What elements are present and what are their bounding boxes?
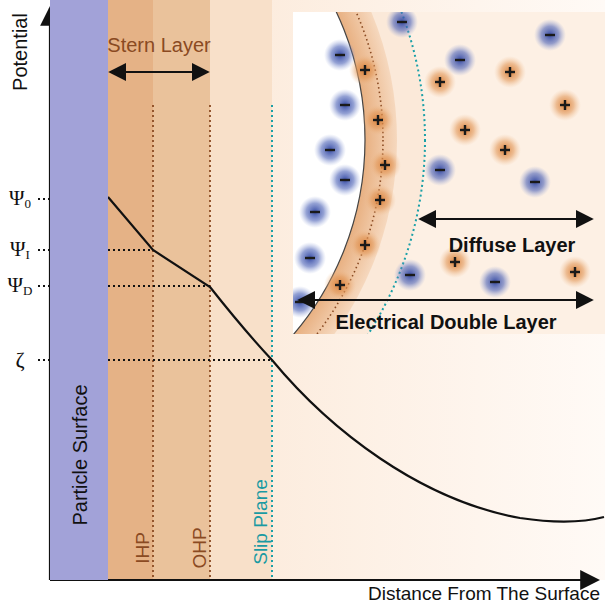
axis-title: Potential bbox=[9, 13, 31, 91]
layer-label: Electrical Double Layer bbox=[335, 311, 556, 333]
anion bbox=[314, 134, 346, 166]
anion bbox=[386, 12, 418, 38]
anion bbox=[424, 154, 456, 186]
stern-arrow bbox=[110, 71, 208, 73]
cation bbox=[494, 56, 526, 88]
x-axis bbox=[50, 579, 598, 581]
potential-symbol: Ψ0 bbox=[9, 187, 31, 212]
diffuse-arrow bbox=[420, 218, 592, 220]
particle-surface-band: Particle Surface bbox=[50, 0, 108, 580]
band-label: Particle Surface bbox=[69, 384, 91, 525]
ihp-band bbox=[108, 0, 153, 580]
stern-band bbox=[108, 0, 210, 580]
zeta-symbol: ζ bbox=[15, 348, 24, 372]
cation bbox=[349, 54, 381, 86]
anion bbox=[299, 196, 331, 228]
cation bbox=[369, 149, 401, 181]
slip-line bbox=[271, 105, 273, 580]
plane-label: IHP bbox=[133, 532, 154, 564]
slip-band bbox=[210, 0, 272, 580]
potential-symbol: ΨI bbox=[10, 238, 30, 263]
layer-label: Stern Layer bbox=[107, 34, 210, 56]
layer-label: Diffuse Layer bbox=[449, 234, 576, 256]
cation bbox=[424, 66, 456, 98]
potential-curve bbox=[108, 197, 604, 522]
cation bbox=[349, 229, 381, 261]
particle-inset bbox=[293, 12, 605, 334]
anion bbox=[479, 266, 511, 298]
cation bbox=[489, 134, 521, 166]
cation bbox=[362, 104, 394, 136]
plane-label: OHP bbox=[190, 527, 211, 568]
anion bbox=[293, 286, 316, 318]
cation bbox=[549, 89, 581, 121]
anion bbox=[394, 259, 426, 291]
ihp-line bbox=[152, 105, 154, 580]
axis-title: Distance From The Surface bbox=[368, 584, 600, 605]
cation bbox=[364, 184, 396, 216]
double-layer-arrow bbox=[299, 299, 592, 301]
cation bbox=[449, 114, 481, 146]
cation bbox=[324, 269, 356, 301]
anion bbox=[294, 242, 326, 274]
anion bbox=[329, 89, 361, 121]
anion bbox=[519, 166, 551, 198]
cation bbox=[559, 256, 591, 288]
ohp-line bbox=[209, 105, 211, 580]
potential-symbol: ΨD bbox=[8, 274, 33, 299]
anion bbox=[329, 164, 361, 196]
anion bbox=[534, 19, 566, 51]
plane-label: Slip Plane bbox=[251, 479, 272, 565]
